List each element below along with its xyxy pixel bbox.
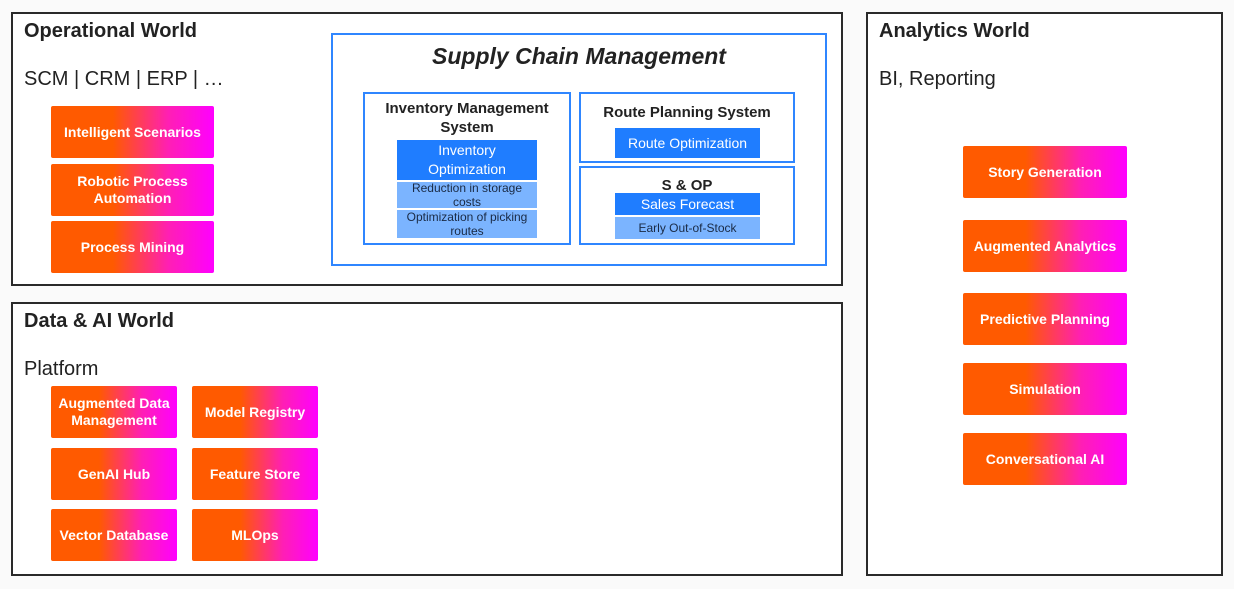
route-planning-system: Route Planning System Route Optimization xyxy=(579,92,795,163)
analytics-world-title: Analytics World xyxy=(879,20,1030,42)
inventory-system-title: Inventory Management System xyxy=(385,100,549,136)
storage-cost-reduction-block: Reduction in storage costs xyxy=(397,182,537,208)
data-ai-world-title: Data & AI World xyxy=(24,310,175,332)
data-ai-world-subtitle: Platform xyxy=(24,358,99,380)
scm-panel: Supply Chain Management Inventory Manage… xyxy=(331,33,827,266)
chip-feature-store: Feature Store xyxy=(192,448,318,500)
inventory-management-system: Inventory Management System Inventory Op… xyxy=(363,92,571,245)
route-system-title: Route Planning System xyxy=(603,104,771,121)
route-optimization-block: Route Optimization xyxy=(615,128,760,158)
sop-system: S & OP Sales Forecast Early Out-of-Stock xyxy=(579,166,795,245)
early-out-of-stock-block: Early Out-of-Stock xyxy=(615,217,760,239)
chip-story-generation: Story Generation xyxy=(963,146,1127,198)
chip-vector-database: Vector Database xyxy=(51,509,177,561)
chip-intelligent-scenarios: Intelligent Scenarios xyxy=(51,106,214,158)
data-ai-world-panel: Data & AI World Platform Augmented Data … xyxy=(11,302,843,576)
sop-title: S & OP xyxy=(661,177,713,194)
chip-augmented-analytics: Augmented Analytics xyxy=(963,220,1127,272)
chip-model-registry: Model Registry xyxy=(192,386,318,438)
analytics-world-subtitle: BI, Reporting xyxy=(879,68,996,90)
chip-process-mining: Process Mining xyxy=(51,221,214,273)
sales-forecast-block: Sales Forecast xyxy=(615,193,760,215)
analytics-world-panel: Analytics World BI, Reporting Story Gene… xyxy=(866,12,1223,576)
chip-genai-hub: GenAI Hub xyxy=(51,448,177,500)
scm-title: Supply Chain Management xyxy=(432,43,726,69)
operational-world-subtitle: SCM | CRM | ERP | … xyxy=(24,68,224,90)
chip-robotic-process-automation: Robotic Process Automation xyxy=(51,164,214,216)
inventory-optimization-block: Inventory Optimization xyxy=(397,140,537,180)
operational-world-title: Operational World xyxy=(24,20,197,42)
chip-mlops: MLOps xyxy=(192,509,318,561)
chip-simulation: Simulation xyxy=(963,363,1127,415)
chip-conversational-ai: Conversational AI xyxy=(963,433,1127,485)
chip-augmented-data-management: Augmented Data Management xyxy=(51,386,177,438)
picking-routes-block: Optimization of picking routes xyxy=(397,210,537,238)
chip-predictive-planning: Predictive Planning xyxy=(963,293,1127,345)
